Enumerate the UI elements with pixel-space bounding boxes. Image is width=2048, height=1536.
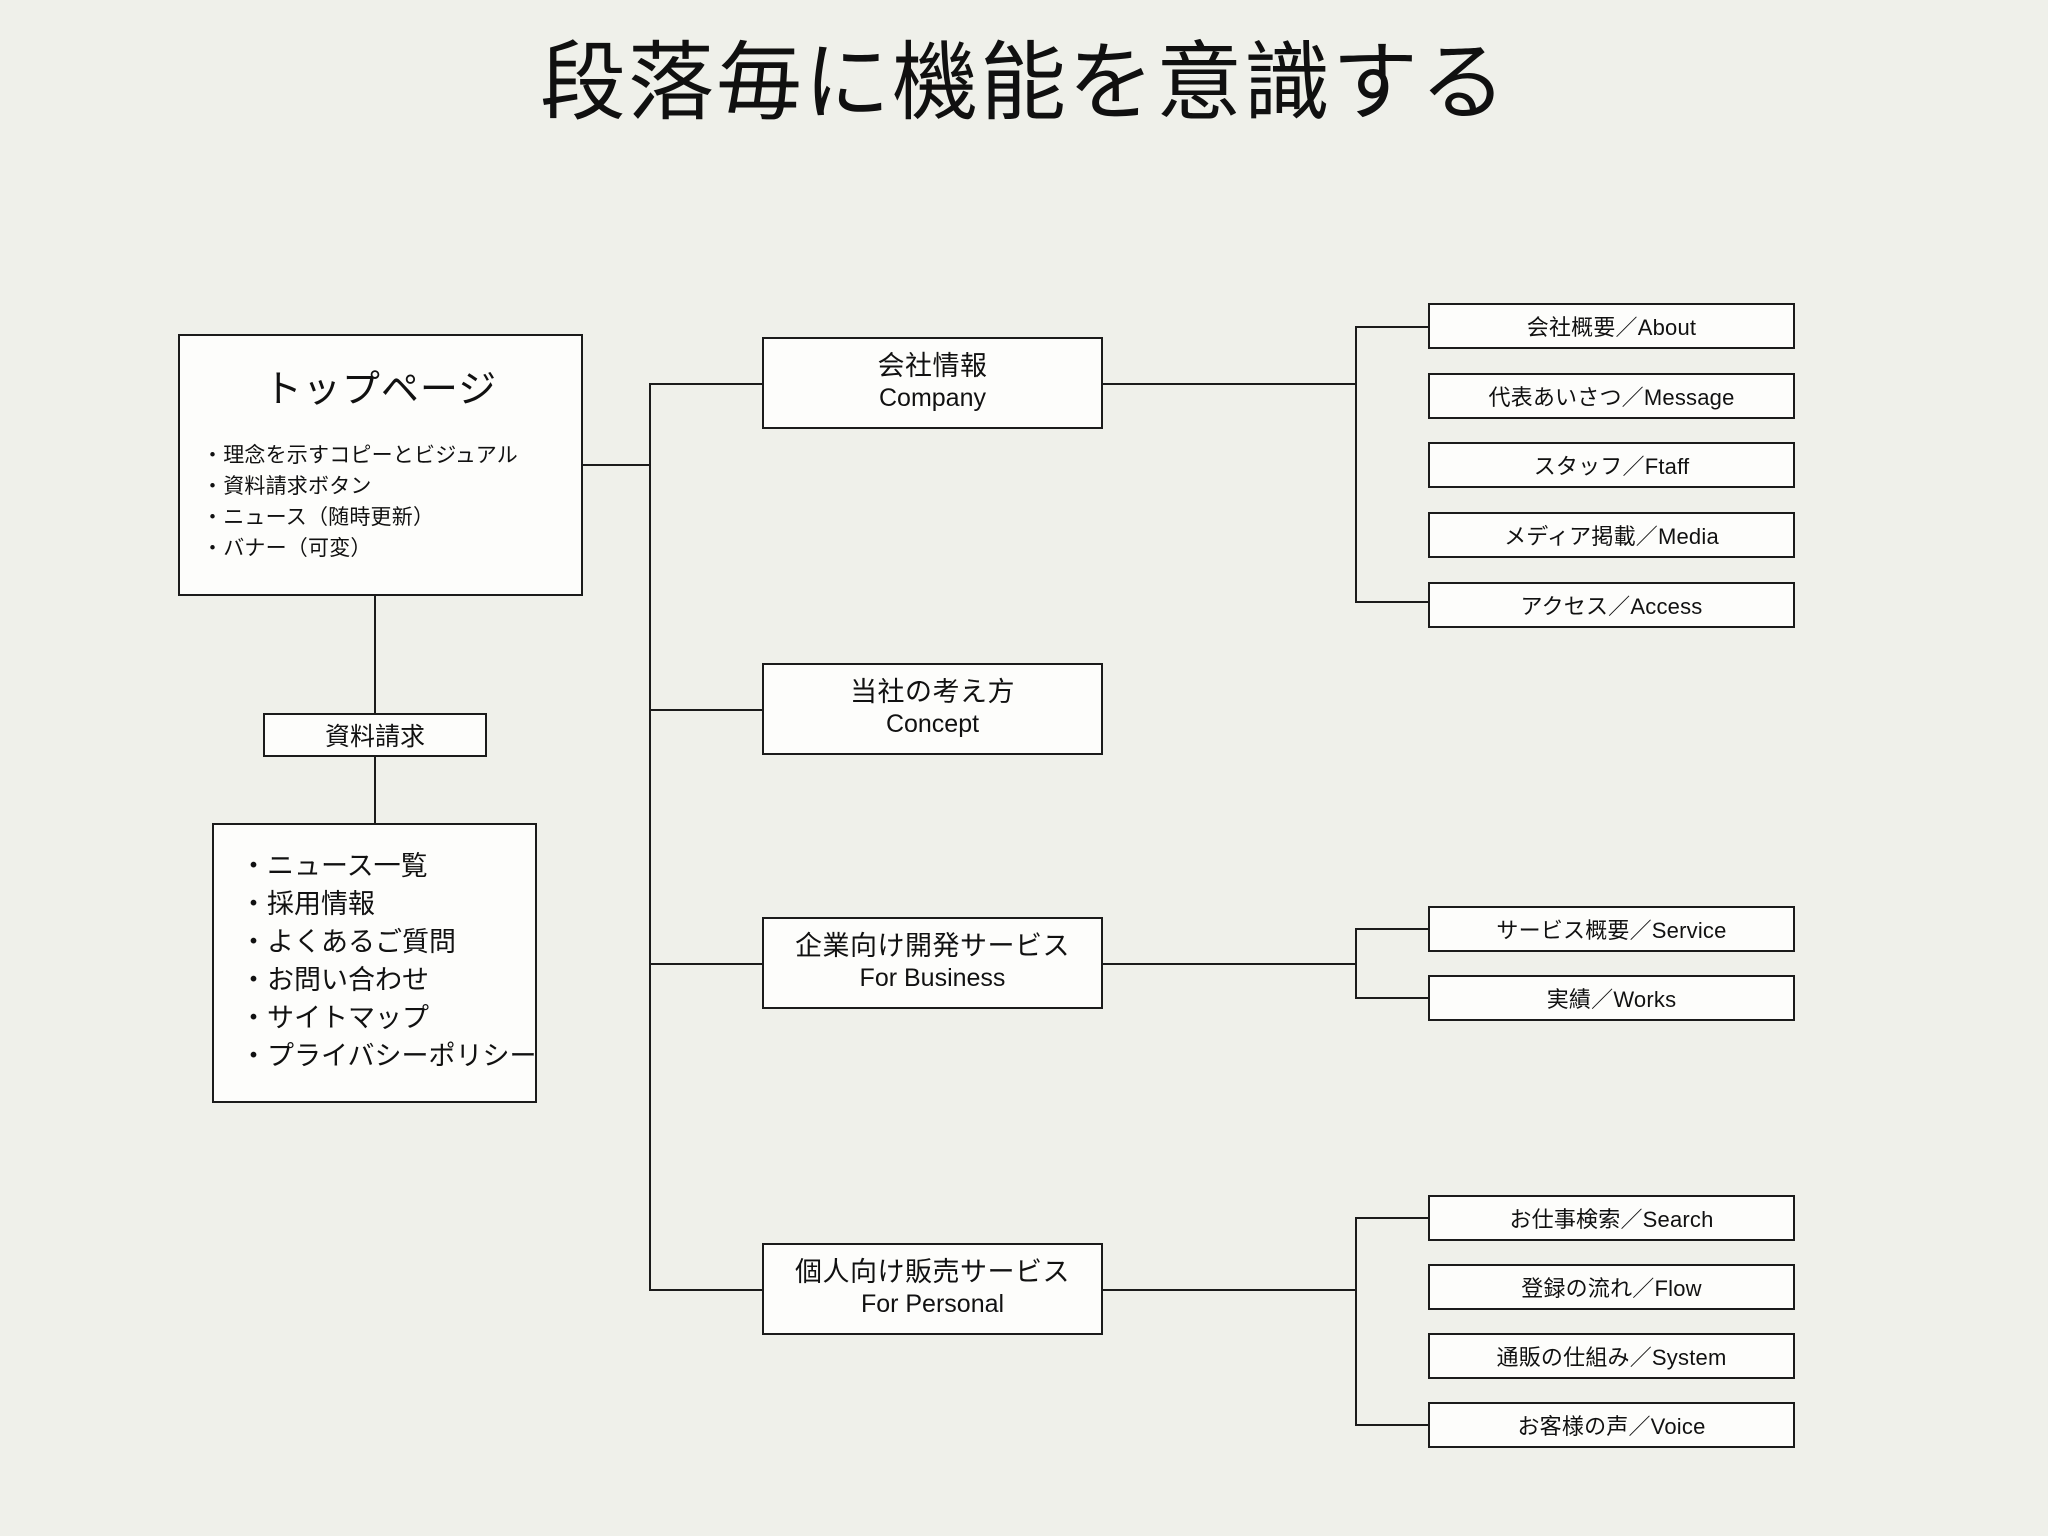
node-document-request[interactable]: 資料請求 [263, 713, 487, 757]
node-company-child-about[interactable]: 会社概要／About [1428, 303, 1795, 349]
list-item: ・理念を示すコピーとビジュアル [202, 444, 518, 467]
node-personal-child-search[interactable]: お仕事検索／Search [1428, 1195, 1795, 1241]
section-label-en: For Business [859, 964, 1006, 993]
list-item: ・よくあるご質問 [240, 927, 456, 958]
list-item: ・サイトマップ [240, 1003, 429, 1034]
node-company-child-staff[interactable]: スタッフ／Ftaff [1428, 442, 1795, 488]
node-company-child-access[interactable]: アクセス／Access [1428, 582, 1795, 628]
node-company-child-message[interactable]: 代表あいさつ／Message [1428, 373, 1795, 419]
connector-toppage-to-request [374, 596, 376, 714]
node-personal-child-voice[interactable]: お客様の声／Voice [1428, 1402, 1795, 1448]
connector-request-to-links [374, 756, 376, 824]
node-top-page[interactable]: トップページ ・理念を示すコピーとビジュアル ・資料請求ボタン ・ニュース（随時… [178, 334, 583, 596]
connector-business-out [1103, 963, 1356, 965]
node-section-company[interactable]: 会社情報 Company [762, 337, 1103, 429]
connector-personal-bracket [1355, 1217, 1357, 1425]
connector-trunk-to-company [649, 383, 762, 385]
footer-links-list: ・ニュース一覧 ・採用情報 ・よくあるご質問 ・お問い合わせ ・サイトマップ ・… [214, 847, 537, 1075]
section-label-jp: 企業向け開発サービス [795, 930, 1070, 961]
node-personal-child-flow[interactable]: 登録の流れ／Flow [1428, 1264, 1795, 1310]
section-label-en: For Personal [860, 1290, 1005, 1319]
node-footer-links[interactable]: ・ニュース一覧 ・採用情報 ・よくあるご質問 ・お問い合わせ ・サイトマップ ・… [212, 823, 537, 1103]
list-item: ・バナー（可変） [202, 536, 372, 560]
connector-business-child-2 [1355, 997, 1429, 999]
connector-trunk-to-personal [649, 1289, 762, 1291]
page-title: 段落毎に機能を意識する [540, 35, 1508, 131]
list-item: ・プライバシーポリシー [240, 1041, 537, 1072]
connector-trunk-vertical [649, 383, 651, 1291]
section-label-en: Concept [885, 710, 980, 739]
section-label-jp: 会社情報 [877, 350, 988, 381]
list-item: ・採用情報 [240, 889, 375, 920]
top-page-bullet-list: ・理念を示すコピーとビジュアル ・資料請求ボタン ・ニュース（随時更新） ・バナ… [180, 441, 581, 564]
connector-company-bracket [1355, 326, 1357, 603]
node-section-for-business[interactable]: 企業向け開発サービス For Business [762, 917, 1103, 1009]
list-item: ・お問い合わせ [240, 965, 429, 996]
node-business-child-works[interactable]: 実績／Works [1428, 975, 1795, 1021]
section-label-jp: 個人向け販売サービス [795, 1256, 1070, 1287]
connector-trunk-to-concept [649, 709, 762, 711]
list-item: ・資料請求ボタン [202, 474, 372, 498]
node-business-child-service[interactable]: サービス概要／Service [1428, 906, 1795, 952]
connector-business-bracket [1355, 928, 1357, 998]
connector-personal-child-4 [1355, 1424, 1429, 1426]
node-section-concept[interactable]: 当社の考え方 Concept [762, 663, 1103, 755]
node-personal-child-system[interactable]: 通販の仕組み／System [1428, 1333, 1795, 1379]
connector-trunk-to-business [649, 963, 762, 965]
list-item: ・ニュース一覧 [240, 851, 428, 881]
connector-company-child-5 [1355, 601, 1429, 603]
connector-personal-child-1 [1355, 1217, 1429, 1219]
section-label-jp: 当社の考え方 [850, 676, 1015, 707]
section-label-en: Company [879, 384, 986, 413]
connector-business-child-1 [1355, 928, 1429, 930]
list-item: ・ニュース（随時更新） [202, 505, 435, 529]
node-section-for-personal[interactable]: 個人向け販売サービス For Personal [762, 1243, 1103, 1335]
connector-company-child-1 [1355, 326, 1429, 328]
connector-personal-out [1103, 1289, 1356, 1291]
connector-company-out [1103, 383, 1356, 385]
node-company-child-media[interactable]: メディア掲載／Media [1428, 512, 1795, 558]
top-page-heading: トップページ [263, 369, 498, 411]
connector-toppage-to-trunk [583, 464, 651, 466]
